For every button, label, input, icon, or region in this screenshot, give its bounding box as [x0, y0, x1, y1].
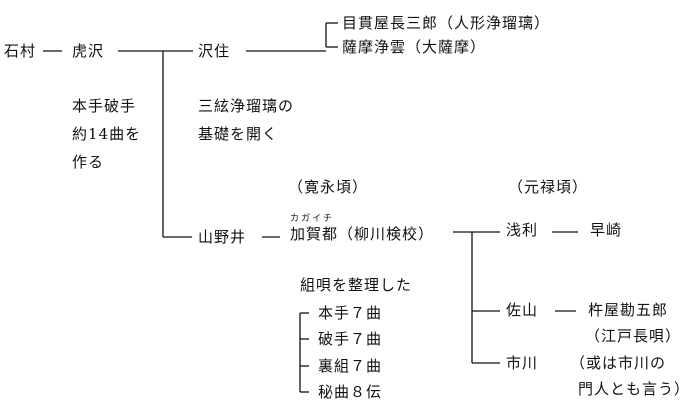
note-kanei: （寛永頃） [288, 178, 369, 196]
node-kagaichi: 加賀都（柳川検校） [290, 225, 435, 243]
node-sayama: 佐山 [506, 301, 539, 319]
kumiuta-item: 破手７曲 [318, 330, 383, 348]
note-torazawa-line3: 作る [72, 153, 105, 171]
node-kineya: 杵屋勘五郎 [588, 301, 669, 319]
node-yanoi: 山野井 [198, 228, 247, 246]
note-genroku: （元禄頃） [508, 178, 589, 196]
node-kagaichi-ruby: カガイチ [290, 214, 335, 224]
node-torazawa: 虎沢 [72, 42, 105, 60]
kumiuta-title: 組唄を整理した [300, 276, 413, 294]
note-sawazumi-line1: 三絃浄瑠璃の [198, 97, 295, 115]
note-torazawa-line1: 本手破手 [72, 97, 137, 115]
node-ichikawa-note-line1: （或は市川の [570, 354, 667, 372]
node-sawazumi: 沢住 [198, 42, 231, 60]
node-ichikawa-note-line2: 門人とも言う） [578, 380, 691, 398]
node-ichikawa: 市川 [506, 354, 539, 372]
node-satsuma: 薩摩浄雲（大薩摩） [342, 38, 487, 56]
kumiuta-item: 本手７曲 [318, 304, 383, 322]
note-torazawa-line2: 約14曲を [72, 125, 142, 143]
note-sawazumi-line2: 基礎を開く [198, 125, 279, 143]
node-hayazaki: 早崎 [590, 221, 623, 239]
node-ishimura: 石村 [4, 42, 37, 60]
node-asari: 浅利 [506, 221, 539, 239]
node-menuki: 目貫屋長三郎（人形浄瑠璃） [342, 14, 551, 32]
node-kineya-note: （江戸長唄） [585, 327, 682, 345]
kumiuta-item: 秘曲８伝 [318, 383, 383, 401]
kumiuta-item: 裏組７曲 [318, 357, 383, 375]
